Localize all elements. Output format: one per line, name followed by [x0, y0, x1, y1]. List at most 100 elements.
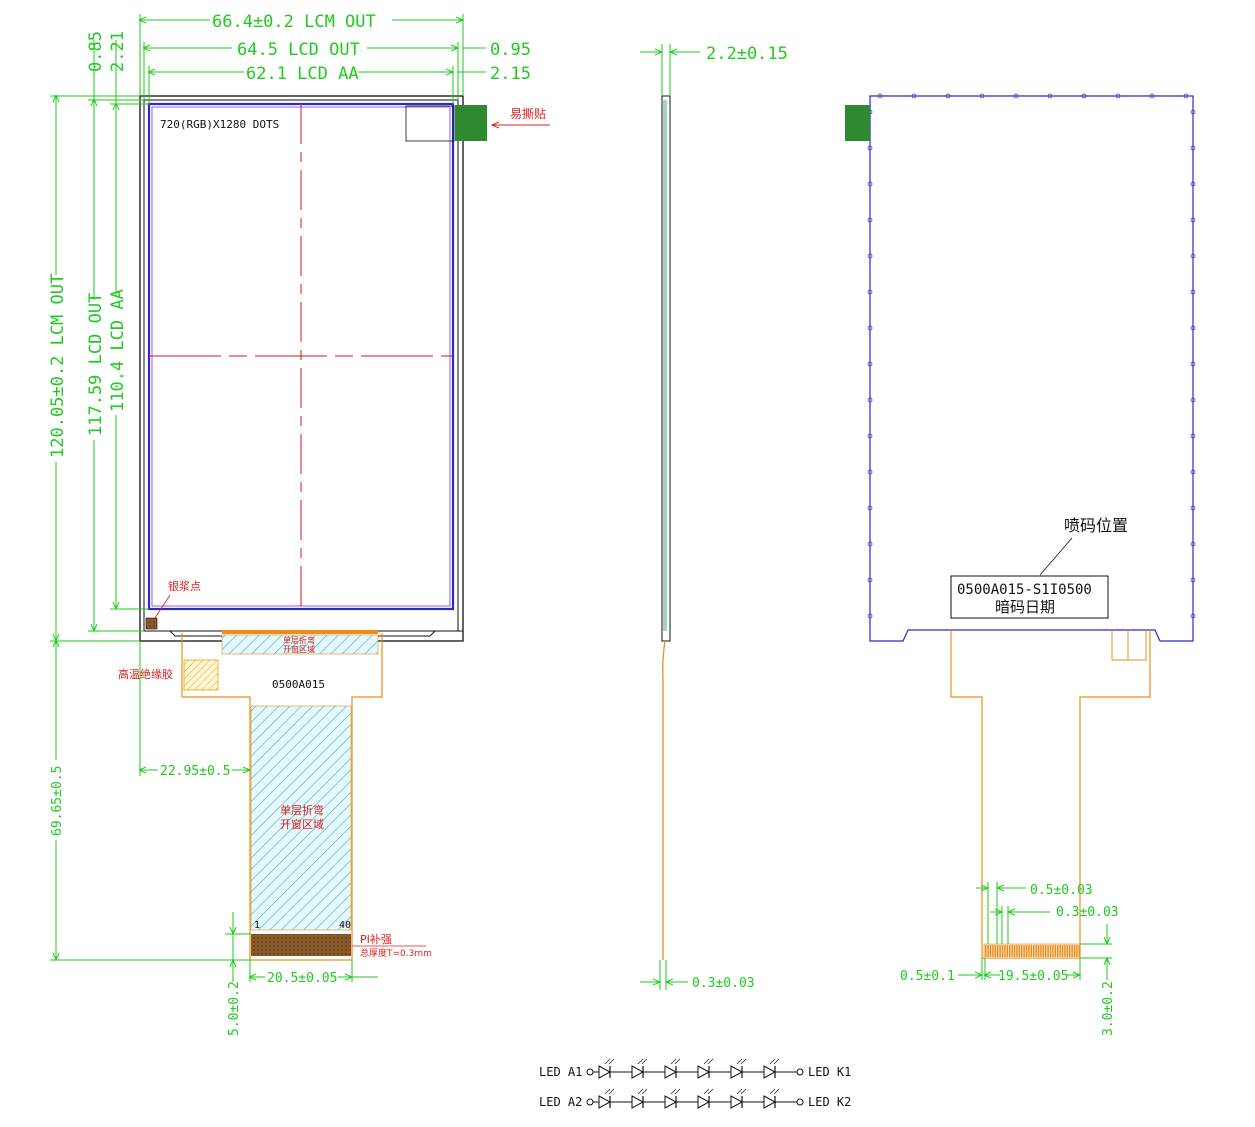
gold-finger	[994, 945, 996, 957]
front-view: 720(RGB)X1280 DOTS 易撕贴 银浆点 单层折弯 开窗区域 高温绝…	[48, 12, 550, 1036]
led-diode	[598, 1065, 612, 1079]
frame-dot	[1149, 93, 1155, 99]
led-diode	[598, 1095, 612, 1109]
gold-finger	[1054, 945, 1056, 957]
gold-finger	[1040, 945, 1042, 957]
frame-dot	[867, 613, 873, 619]
frame-dot	[1190, 181, 1196, 187]
high-temp-tape-label: 高温绝缘胶	[118, 667, 173, 681]
dim-lcm-out-width: 66.4±0.2 LCM OUT	[212, 12, 376, 32]
high-temp-tape	[183, 659, 219, 691]
bend-window-large-label-1: 单层折弯	[280, 803, 324, 817]
frame-dot	[867, 217, 873, 223]
bend-window-large-label-2: 开窗区域	[280, 817, 324, 831]
gold-finger	[1066, 945, 1068, 957]
gold-finger	[1057, 945, 1059, 957]
gold-fingers	[983, 943, 1081, 959]
led-emission	[736, 1058, 747, 1065]
led-emission	[604, 1088, 615, 1095]
led-diode	[730, 1095, 744, 1109]
led-emission	[637, 1088, 648, 1095]
frame-dot	[1190, 505, 1196, 511]
pi-stiffener-label: PI补强	[360, 933, 392, 946]
back-easy-tear-tab	[845, 105, 870, 141]
dim-fpc-offset: 22.95±0.5	[160, 764, 230, 779]
dim-lcm-out-height: 120.05±0.2 LCM OUT	[48, 274, 68, 458]
frame-dot	[1190, 613, 1196, 619]
frame-dot	[911, 93, 917, 99]
frame-dot	[1190, 325, 1196, 331]
gold-finger	[987, 945, 989, 957]
frame-dot	[867, 397, 873, 403]
easy-tear-tab	[455, 105, 487, 141]
gold-finger	[1001, 945, 1004, 957]
led-circuit: LED A1 LED K1 LED A2 LED K2	[539, 1058, 851, 1109]
frame-dot	[1190, 361, 1196, 367]
frame-dot	[867, 145, 873, 151]
frame-dot	[1190, 289, 1196, 295]
side-fpc	[662, 640, 666, 960]
front-dimension-lines	[50, 14, 486, 982]
frame-dot	[867, 253, 873, 259]
gold-finger	[992, 945, 994, 957]
gold-finger	[1025, 945, 1028, 957]
back-view: 喷码位置 0500A015-S1I0500 暗码日期	[845, 93, 1196, 1036]
led-diode	[664, 1065, 678, 1079]
bend-window-small-label-1: 单层折弯	[283, 635, 315, 645]
back-dimension-lines	[958, 882, 1112, 980]
frame-dot	[867, 289, 873, 295]
frame-dot	[1190, 577, 1196, 583]
dim-lcd-aa-height: 110.4 LCD AA	[108, 289, 128, 412]
frame-dot	[867, 577, 873, 583]
dim-top-085: 0.85	[86, 31, 106, 72]
dim-pad: 0.3±0.03	[1056, 905, 1119, 920]
led-a2-label: LED A2	[539, 1095, 582, 1109]
total-thickness-label: 总厚度T=0.3mm	[360, 947, 432, 959]
gold-finger	[1078, 945, 1080, 957]
frame-dot	[1190, 145, 1196, 151]
led-diode	[763, 1095, 777, 1109]
bend-window-large	[250, 705, 352, 931]
gold-finger	[999, 945, 1001, 957]
gold-finger	[1069, 945, 1071, 957]
dim-lcd-out-height: 117.59 LCD OUT	[86, 293, 106, 436]
frame-dot	[1115, 93, 1121, 99]
led-emission	[769, 1088, 780, 1095]
anode-terminal	[586, 1068, 594, 1076]
gold-finger	[1016, 945, 1018, 957]
easy-tear-label: 易撕贴	[510, 107, 546, 121]
gold-finger	[1064, 945, 1066, 957]
anode-terminal	[586, 1098, 594, 1106]
led-diode	[763, 1065, 777, 1079]
frame-dot	[867, 541, 873, 547]
led-emission	[769, 1058, 780, 1065]
dim-right-095: 0.95	[490, 40, 531, 60]
dim-lcd-aa-width: 62.1 LCD AA	[246, 64, 359, 84]
led-diode	[664, 1095, 678, 1109]
led-emission	[604, 1058, 615, 1065]
gold-finger	[985, 945, 987, 957]
gold-finger	[989, 945, 992, 957]
frame-dot	[1190, 469, 1196, 475]
gold-finger	[1061, 945, 1064, 957]
led-emission	[670, 1058, 681, 1065]
pi-stiffener	[251, 934, 351, 956]
frame-dot	[979, 93, 985, 99]
gold-finger	[1006, 945, 1008, 957]
frame-dot	[867, 325, 873, 331]
code-text: 0500A015-S1I0500	[957, 582, 1092, 598]
led-k1-label: LED K1	[808, 1065, 851, 1079]
bend-window-small-label-2: 开窗区域	[283, 644, 315, 654]
resolution-label: 720(RGB)X1280 DOTS	[160, 118, 279, 131]
frame-dot	[1190, 433, 1196, 439]
dim-side-thickness: 2.2±0.15	[706, 44, 788, 64]
gold-finger	[1023, 945, 1025, 957]
led-k2-label: LED K2	[808, 1095, 851, 1109]
bend-window-small	[221, 634, 379, 655]
led-string-1	[586, 1058, 804, 1079]
gold-finger	[1030, 945, 1032, 957]
back-fpc-outline	[950, 630, 1151, 959]
frame-dot	[867, 181, 873, 187]
code-box	[950, 575, 1109, 619]
